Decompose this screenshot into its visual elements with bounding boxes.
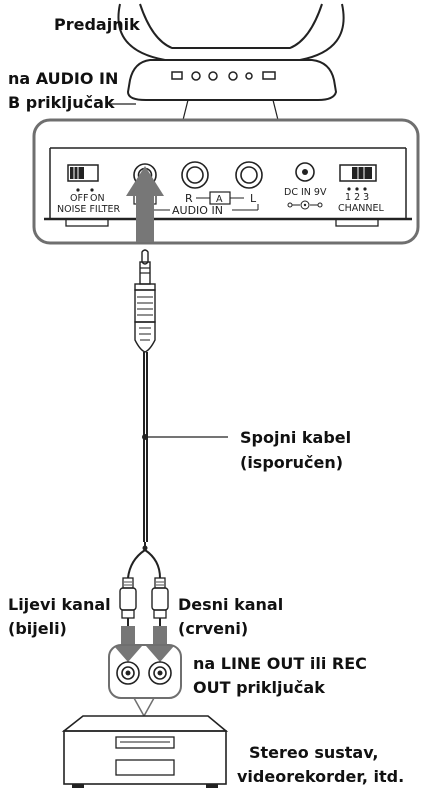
down-arrow-icon-left bbox=[114, 626, 142, 662]
right-channel-label-line2: (crveni) bbox=[178, 619, 248, 638]
jack-r-label: R bbox=[185, 192, 193, 205]
audio-in-b-label-line1: na AUDIO IN bbox=[8, 69, 118, 88]
audio-in-b-label-line2: B priključak bbox=[8, 93, 115, 112]
line-out-jacks bbox=[108, 644, 182, 717]
stereo-device bbox=[61, 715, 229, 788]
device-label-line2: videorekorder, itd. bbox=[237, 767, 404, 786]
noise-filter-label: NOISE FILTER bbox=[57, 204, 120, 215]
up-arrow-icon bbox=[126, 166, 164, 242]
line-out-label-line2: OUT priključak bbox=[193, 678, 325, 697]
noise-filter-switch bbox=[67, 164, 99, 192]
line-out-label-line1: na LINE OUT ili REC bbox=[193, 654, 367, 673]
switch-off-label: OFF bbox=[70, 193, 88, 204]
down-arrow-icon-right bbox=[146, 626, 174, 662]
dc-in-jack bbox=[295, 162, 315, 182]
stereo-mini-plug bbox=[134, 249, 156, 353]
right-channel-label-line1: Desni kanal bbox=[178, 595, 283, 614]
transmitter bbox=[117, 3, 345, 121]
jack-l-label: L bbox=[250, 192, 257, 205]
channel-numbers-label: 1 2 3 bbox=[345, 192, 369, 203]
transmitter-label: Predajnik bbox=[54, 15, 140, 34]
channel-label: CHANNEL bbox=[338, 203, 384, 214]
left-channel-label-line2: (bijeli) bbox=[8, 619, 67, 638]
jack-a-label: A bbox=[216, 194, 223, 205]
switch-on-label: ON bbox=[90, 193, 105, 204]
device-label-line1: Stereo sustav, bbox=[249, 743, 378, 762]
rca-plug-right bbox=[151, 577, 169, 626]
polarity-icon bbox=[287, 200, 323, 210]
audio-in-r-jack bbox=[181, 161, 209, 189]
panel-zoom-frame bbox=[32, 118, 420, 245]
channel-switch bbox=[339, 164, 377, 191]
left-channel-label-line1: Lijevi kanal bbox=[8, 595, 111, 614]
audio-in-l-jack bbox=[235, 161, 263, 189]
cable-label-line1: Spojni kabel bbox=[240, 428, 351, 447]
rear-panel bbox=[44, 147, 412, 227]
audio-in-label: AUDIO IN bbox=[172, 204, 223, 217]
connecting-cable bbox=[127, 352, 228, 579]
rca-plug-left bbox=[119, 577, 137, 626]
dc-in-label: DC IN 9V bbox=[284, 187, 327, 198]
cable-label-line2: (isporučen) bbox=[240, 453, 343, 472]
